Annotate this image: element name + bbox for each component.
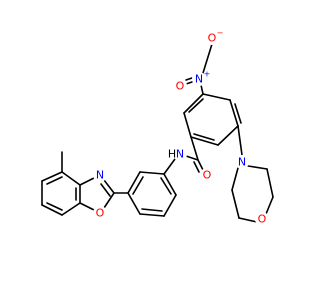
bond-phenyl-e	[163, 194, 177, 217]
bond-layer	[41, 43, 274, 223]
atom-label-n: N	[96, 169, 104, 182]
bond-ring1-b	[229, 99, 239, 127]
bond-ring1-b-inner	[234, 103, 242, 124]
amide-oxygen: O	[200, 168, 214, 182]
bond-oxazole-c2-n-a	[103, 179, 115, 194]
atom-label-n: N	[238, 156, 246, 169]
atom-label-h: H	[168, 148, 176, 161]
bond-carbonyl-amide-n	[185, 155, 199, 161]
bond-carbonyl-o-b	[193, 161, 200, 173]
bond-ring1-f	[183, 93, 204, 114]
nitro-oxygen-left: O	[173, 79, 187, 93]
bond-morph-d	[238, 217, 258, 223]
bond-ring1-d-inner	[193, 133, 215, 141]
bond-ring1-c	[217, 125, 239, 146]
morpholine-nitrogen: N	[235, 155, 249, 169]
bond-ring1-e	[183, 112, 192, 138]
charge-minus: −	[217, 29, 224, 38]
bond-morph-a	[247, 165, 268, 170]
bond-phenyl-b-inner	[132, 176, 144, 195]
bond-benzo-d	[41, 204, 63, 216]
nitro-oxygen-top: O −	[205, 29, 224, 45]
morpholine-oxygen: O	[255, 212, 269, 226]
bond-oxazole-n-c3a	[79, 177, 95, 186]
nitro-nitrogen: N +	[192, 70, 211, 86]
bond-nitro-n-o-left-a	[185, 81, 193, 85]
bond-ring1-d	[190, 136, 219, 146]
bond-nitro-n-ring	[200, 84, 204, 95]
bond-benzo-b	[41, 171, 63, 182]
bond-phenyl-c	[127, 192, 141, 215]
bond-phenyl-d-inner	[141, 208, 163, 212]
bond-benzo-d-inner	[46, 202, 63, 211]
chemical-structure-diagram: O − N + O N H O N O	[41, 29, 274, 226]
oxazole-oxygen: O	[93, 206, 107, 220]
bond-ring1-a	[202, 93, 231, 101]
bond-morph-f	[231, 167, 239, 191]
charge-plus: +	[204, 70, 211, 79]
bond-oxazole-c2-o	[103, 192, 115, 209]
bond-oxazole-c2-n-b	[100, 183, 111, 197]
bond-morph-c	[265, 196, 274, 215]
atom-label-o: O	[176, 80, 185, 93]
bond-phenyl-d	[139, 213, 165, 217]
atom-label-o: O	[258, 213, 267, 226]
bond-carbonyl-o-a	[197, 159, 204, 171]
bond-ring-carbonyl-c	[190, 136, 199, 161]
amide-nitrogen: N H	[168, 147, 187, 161]
bond-morph-b	[266, 168, 274, 198]
bond-amide-n-phenyl	[163, 158, 176, 175]
atom-label-layer: O − N + O N H O N O	[93, 29, 269, 226]
bond-phenyl-f-inner	[160, 177, 172, 195]
bond-nitro-n-o-left-b	[185, 77, 193, 81]
bond-phenyl-b	[127, 171, 141, 194]
bond-phenyl-f	[163, 173, 177, 196]
bond-ring1-f-inner	[188, 98, 204, 113]
atom-label-o: O	[203, 169, 212, 182]
atom-label-n: N	[176, 148, 184, 161]
bond-morph-e	[231, 189, 240, 219]
atom-label-n: N	[195, 73, 203, 86]
bond-phenyl-a	[139, 171, 165, 175]
oxazole-nitrogen: N	[93, 168, 107, 182]
bond-oxazole-o-c7a	[79, 202, 95, 211]
bond-benzo-e	[61, 202, 81, 216]
atom-label-o: O	[96, 207, 105, 220]
bond-nitro-n-o-top	[202, 43, 213, 74]
atom-label-o: O	[208, 32, 217, 45]
bond-benzo-b-inner	[46, 176, 63, 185]
bond-ring-morpholine-n	[237, 125, 243, 156]
bond-benzo-a	[61, 171, 81, 186]
